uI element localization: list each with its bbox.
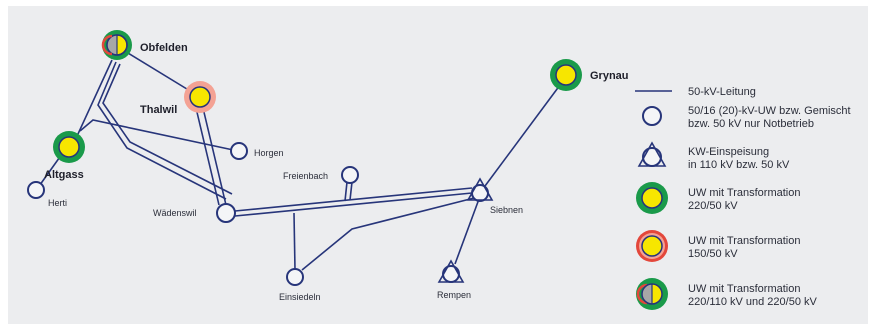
triangle-stations — [437, 177, 494, 283]
label-horgen: Horgen — [254, 148, 284, 158]
legend-circle-text-1: 50/16 (20)-kV-UW bzw. Gemischt — [688, 105, 851, 117]
line-thalwil-waedenswil-1 — [195, 107, 220, 206]
line-freienbach-2 — [349, 181, 353, 201]
legend-red-text-2: 150/50 kV — [688, 248, 738, 260]
label-waedenswil: Wädenswil — [153, 208, 197, 218]
legend-item-circle: 50/16 (20)-kV-UW bzw. Gemischt bzw. 50 k… — [642, 105, 851, 130]
legend-item-line: 50-kV-Leitung — [635, 86, 756, 98]
line-obfelden-down-1 — [97, 61, 227, 200]
line-obfelden-thalwil — [117, 46, 201, 98]
line-einsiedeln-vertical — [293, 212, 296, 271]
station-thalwil-symbol[interactable] — [184, 81, 216, 113]
legend-red-text-1: UW mit Transformation — [688, 235, 800, 247]
station-altgass-symbol[interactable] — [53, 131, 85, 163]
small-stations — [27, 142, 359, 286]
label-rempen: Rempen — [437, 290, 471, 300]
legend-greenhalf-text-2: 220/110 kV und 220/50 kV — [688, 296, 818, 308]
legend-item-red: UW mit Transformation 150/50 kV — [636, 230, 800, 262]
legend-greenhalf-text-1: UW mit Transformation — [688, 283, 800, 295]
legend-item-triangle: KW-Einspeisung in 110 kV bzw. 50 kV — [637, 141, 790, 171]
legend: 50-kV-Leitung 50/16 (20)-kV-UW bzw. Gemi… — [635, 86, 851, 310]
label-freienbach: Freienbach — [283, 171, 328, 181]
label-herti: Herti — [48, 198, 67, 208]
legend-line-text-1: 50-kV-Leitung — [688, 86, 756, 98]
major-stations — [53, 30, 582, 163]
label-einsiedeln: Einsiedeln — [279, 292, 321, 302]
label-siebnen: Siebnen — [490, 205, 523, 215]
line-einsiedeln-siebnen — [301, 196, 479, 271]
line-waedenswil-siebnen-2 — [234, 192, 473, 217]
line-obfelden-down-2 — [102, 63, 233, 195]
station-labels: Obfelden Thalwil Altgass Grynau Horgen H… — [44, 42, 629, 302]
legend-triangle-text-1: KW-Einspeisung — [688, 146, 769, 158]
label-thalwil: Thalwil — [140, 104, 177, 116]
line-siebnen-grynau — [484, 80, 564, 187]
diagram-panel — [8, 6, 868, 324]
line-thalwil-waedenswil-2 — [202, 107, 227, 206]
legend-item-greenhalf: UW mit Transformation 220/110 kV und 220… — [636, 278, 818, 310]
line-obfelden-altgass — [71, 59, 113, 148]
station-grynau-symbol[interactable] — [550, 59, 582, 91]
legend-triangle-text-2: in 110 kV bzw. 50 kV — [688, 159, 790, 171]
label-altgass: Altgass — [44, 169, 84, 181]
station-herti-symbol[interactable] — [27, 181, 45, 199]
station-waedenswil-symbol[interactable] — [216, 203, 236, 223]
station-obfelden-symbol[interactable] — [101, 30, 132, 60]
station-freienbach-symbol[interactable] — [341, 166, 359, 184]
label-grynau: Grynau — [590, 70, 629, 82]
legend-item-green: UW mit Transformation 220/50 kV — [636, 182, 800, 214]
station-einsiedeln-symbol[interactable] — [286, 268, 304, 286]
station-rempen-symbol[interactable] — [437, 259, 465, 283]
legend-green-text-1: UW mit Transformation — [688, 187, 800, 199]
line-waedenswil-siebnen-1 — [234, 187, 473, 212]
line-altgass-horgen — [79, 119, 239, 152]
label-obfelden: Obfelden — [140, 42, 188, 54]
legend-circle-text-2: bzw. 50 kV nur Notbetrieb — [688, 118, 814, 130]
station-siebnen-symbol[interactable] — [466, 177, 494, 202]
power-lines — [36, 46, 564, 271]
line-siebnen-rempen — [454, 198, 480, 265]
legend-green-text-2: 220/50 kV — [688, 200, 738, 212]
station-horgen-symbol[interactable] — [230, 142, 248, 160]
line-freienbach-1 — [344, 181, 348, 202]
